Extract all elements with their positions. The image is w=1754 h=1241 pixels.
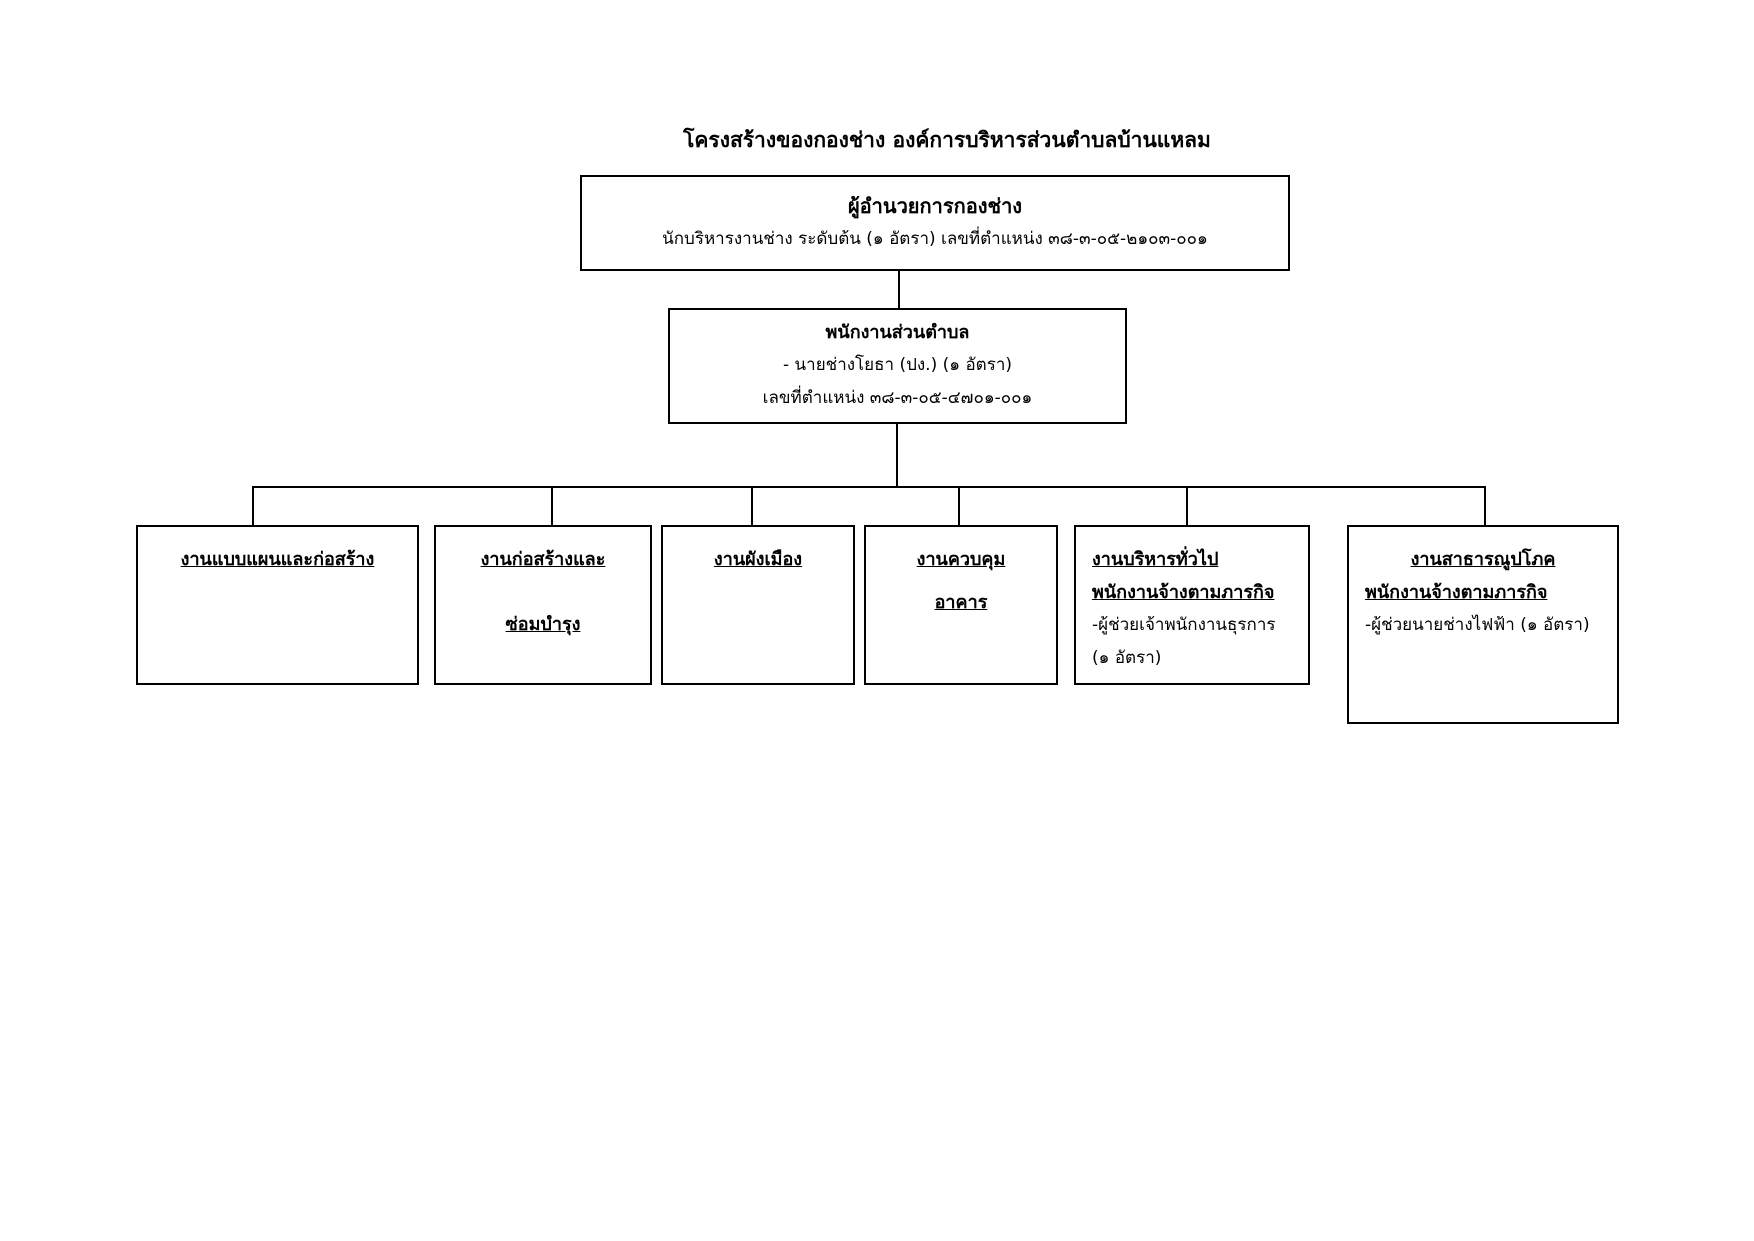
unit-title: งานบริหารทั่วไป <box>1092 549 1219 570</box>
director-box: ผู้อำนวยการกองช่าง นักบริหารงานช่าง ระดั… <box>580 175 1290 271</box>
director-title: ผู้อำนวยการกองช่าง <box>847 194 1023 218</box>
chart-title: โครงสร้างของกองช่าง องค์การบริหารส่วนตำบ… <box>683 128 1211 152</box>
director-subtitle: นักบริหารงานช่าง ระดับต้น (๑ อัตรา) เลขท… <box>662 229 1208 249</box>
unit-detail-1: -ผู้ช่วยเจ้าพนักงานธุรการ <box>1092 615 1276 635</box>
unit-box-general-admin: งานบริหารทั่วไป พนักงานจ้างตามภารกิจ -ผู… <box>1074 525 1310 685</box>
unit-subtitle: พนักงานจ้างตามภารกิจ <box>1365 582 1548 603</box>
unit-title-line-1: งานควบคุม <box>916 549 1006 570</box>
unit-detail-1: -ผู้ช่วยนายช่างไฟฟ้า (๑ อัตรา) <box>1365 615 1590 635</box>
unit-title-line-2: ซ่อมบำรุง <box>505 614 581 635</box>
unit-title: งานผังเมือง <box>713 549 803 570</box>
unit-title: งานแบบแผนและก่อสร้าง <box>180 549 375 570</box>
connector-drop-unit-1 <box>252 486 254 526</box>
connector-horizontal-bar <box>252 486 1486 488</box>
unit-title-line-2: อาคาร <box>934 592 988 613</box>
unit-box-design-construction: งานแบบแผนและก่อสร้าง <box>136 525 419 685</box>
unit-detail-2: (๑ อัตรา) <box>1092 648 1162 668</box>
connector-staff-bar <box>896 424 898 488</box>
staff-line-2: เลขที่ตำแหน่ง ๓๘-๓-๐๕-๔๗๐๑-๐๐๑ <box>762 388 1033 408</box>
unit-subtitle: พนักงานจ้างตามภารกิจ <box>1092 582 1275 603</box>
connector-director-staff <box>898 271 900 308</box>
unit-box-construction-maintenance: งานก่อสร้างและ ซ่อมบำรุง <box>434 525 652 685</box>
connector-drop-unit-2 <box>551 486 553 526</box>
connector-drop-unit-5 <box>1186 486 1188 526</box>
connector-drop-unit-3 <box>751 486 753 526</box>
staff-box: พนักงานส่วนตำบล - นายช่างโยธา (ปง.) (๑ อ… <box>668 308 1127 424</box>
unit-title-line-1: งานก่อสร้างและ <box>480 549 606 570</box>
unit-box-town-planning: งานผังเมือง <box>661 525 855 685</box>
connector-drop-unit-4 <box>958 486 960 526</box>
unit-box-public-utilities: งานสาธารณูปโภค พนักงานจ้างตามภารกิจ -ผู้… <box>1347 525 1619 724</box>
staff-title: พนักงานส่วนตำบล <box>825 322 970 343</box>
staff-line-1: - นายช่างโยธา (ปง.) (๑ อัตรา) <box>782 355 1013 375</box>
connector-drop-unit-6 <box>1484 486 1486 526</box>
unit-box-building-control: งานควบคุม อาคาร <box>864 525 1058 685</box>
unit-title: งานสาธารณูปโภค <box>1410 549 1556 570</box>
